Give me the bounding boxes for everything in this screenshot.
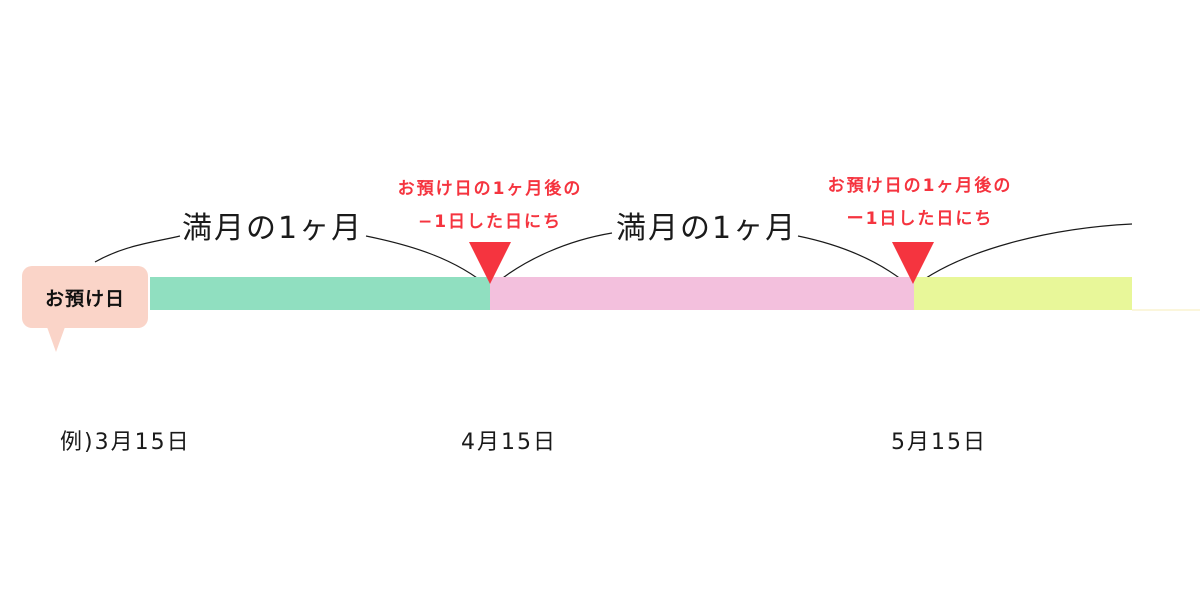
triangle-down-icon bbox=[892, 242, 934, 284]
deposit-date-badge: お預け日 bbox=[22, 266, 148, 328]
deadline-note-1-line2: −1日した日にち bbox=[417, 212, 563, 232]
triangle-down-icon bbox=[469, 242, 511, 284]
deposit-date-badge-label: お預け日 bbox=[44, 287, 125, 310]
period-label-2: 満月の1ヶ月 bbox=[616, 211, 798, 246]
deadline-note-2-line1: お預け日の1ヶ月後の bbox=[827, 176, 1013, 196]
deadline-note-1: お預け日の1ヶ月後の −1日した日にち bbox=[360, 173, 620, 239]
period-label-1: 満月の1ヶ月 bbox=[182, 211, 364, 246]
timeline-segment-2 bbox=[490, 277, 914, 310]
date-label-third: 5月15日 bbox=[891, 430, 987, 455]
bracket-arc-1-left bbox=[94, 235, 181, 263]
timeline-segment-3 bbox=[914, 277, 1132, 310]
badge-pointer bbox=[47, 327, 65, 352]
date-label-start: 例)3月15日 bbox=[60, 430, 191, 455]
deadline-note-2: お預け日の1ヶ月後の ー1日した日にち bbox=[790, 170, 1050, 236]
date-label-second: 4月15日 bbox=[461, 430, 557, 455]
deadline-note-2-line2: ー1日した日にち bbox=[846, 209, 994, 229]
timeline-tail-line bbox=[1132, 309, 1200, 311]
timeline-segment-1 bbox=[150, 277, 490, 310]
deadline-note-1-line1: お預け日の1ヶ月後の bbox=[397, 179, 583, 199]
